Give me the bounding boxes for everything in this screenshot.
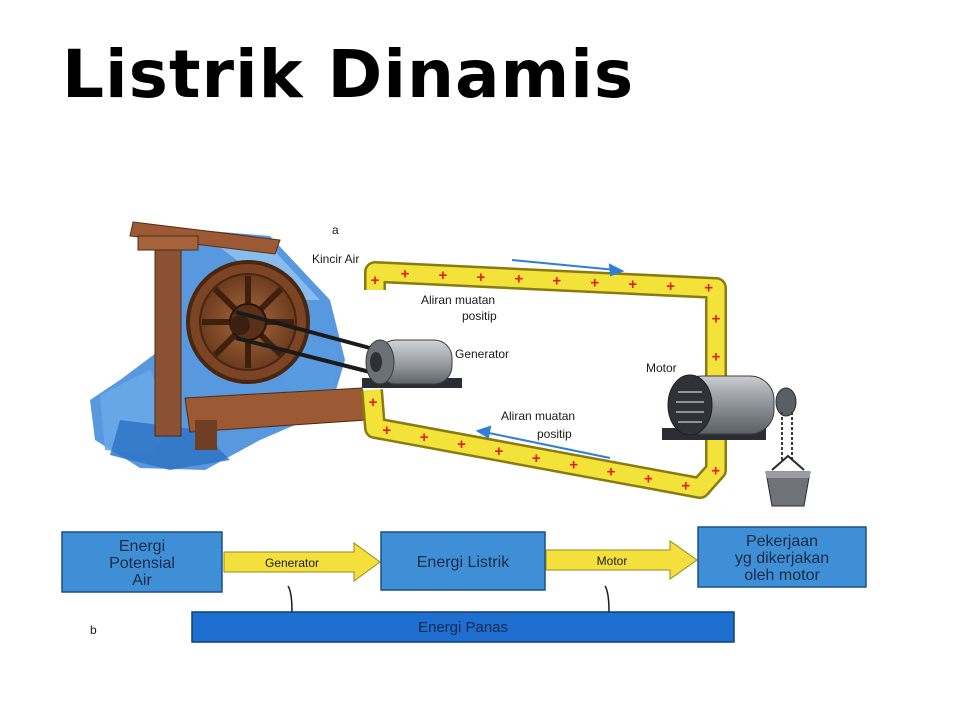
charge-plus: +: [401, 265, 410, 282]
charge-plus: +: [477, 269, 486, 286]
box-energi-listrik: Energi Listrik: [380, 531, 546, 591]
box3-line1: Pekerjaan: [746, 533, 818, 550]
box1-line2: Potensial: [109, 555, 175, 572]
box-energi-potensial-air: Energi Potensial Air: [61, 531, 223, 593]
box1-line1: Energi: [119, 538, 165, 555]
charge-plus: +: [607, 464, 616, 481]
charge-plus: +: [514, 271, 523, 288]
charge-plus: +: [457, 436, 466, 453]
arrow-motor: Motor: [545, 540, 698, 580]
figure-label-b: b: [90, 623, 97, 637]
bar-energi-panas: Energi Panas: [191, 611, 735, 643]
arrow2-label: Motor: [597, 554, 628, 568]
charge-plus: +: [704, 280, 713, 297]
charge-plus: +: [712, 349, 721, 366]
box-pekerjaan: Pekerjaan yg dikerjakan oleh motor: [697, 526, 867, 588]
wooden-frame: [129, 221, 367, 450]
charge-plus: +: [439, 267, 448, 284]
motor-unit: [662, 374, 811, 507]
label-aliran-top-2: positip: [462, 309, 497, 323]
label-aliran-bottom-1: Aliran muatan: [501, 409, 575, 423]
arrow1-label: Generator: [265, 556, 319, 570]
label-motor: Motor: [646, 361, 677, 375]
charge-plus: +: [711, 462, 720, 479]
charge-plus: +: [628, 276, 637, 293]
charge-plus: +: [569, 457, 578, 474]
charge-plus: +: [552, 273, 561, 290]
charge-plus: +: [532, 450, 541, 467]
box3-line2: yg dikerjakan: [735, 550, 829, 567]
bar-label: Energi Panas: [418, 619, 508, 636]
box3-line3: oleh motor: [744, 567, 820, 584]
label-aliran-top-1: Aliran muatan: [421, 293, 495, 307]
charge-plus: +: [681, 477, 690, 494]
current-direction-arrows: [475, 259, 625, 459]
label-generator: Generator: [455, 347, 509, 361]
page-title: Listrik Dinamis: [62, 36, 635, 113]
charge-plus: +: [644, 470, 653, 487]
label-aliran-bottom-2: positip: [537, 427, 572, 441]
box1-line3: Air: [132, 572, 152, 589]
drive-belt: [235, 310, 371, 374]
heat-connectors: [287, 585, 610, 613]
label-kincir-air: Kincir Air: [312, 252, 359, 266]
charge-plus: +: [382, 422, 391, 439]
arrow-generator: Generator: [223, 542, 381, 582]
box2-label: Energi Listrik: [417, 554, 510, 571]
charge-plus: +: [371, 272, 380, 289]
charge-plus: +: [494, 443, 503, 460]
charge-plus: +: [590, 274, 599, 291]
charge-plus: +: [712, 311, 721, 328]
charge-plus: +: [666, 278, 675, 295]
charge-plus: +: [369, 394, 378, 411]
generator-unit: [362, 339, 462, 388]
figure-label-a: a: [332, 223, 339, 237]
charge-plus: +: [420, 429, 429, 446]
water-wheel: [186, 260, 310, 384]
